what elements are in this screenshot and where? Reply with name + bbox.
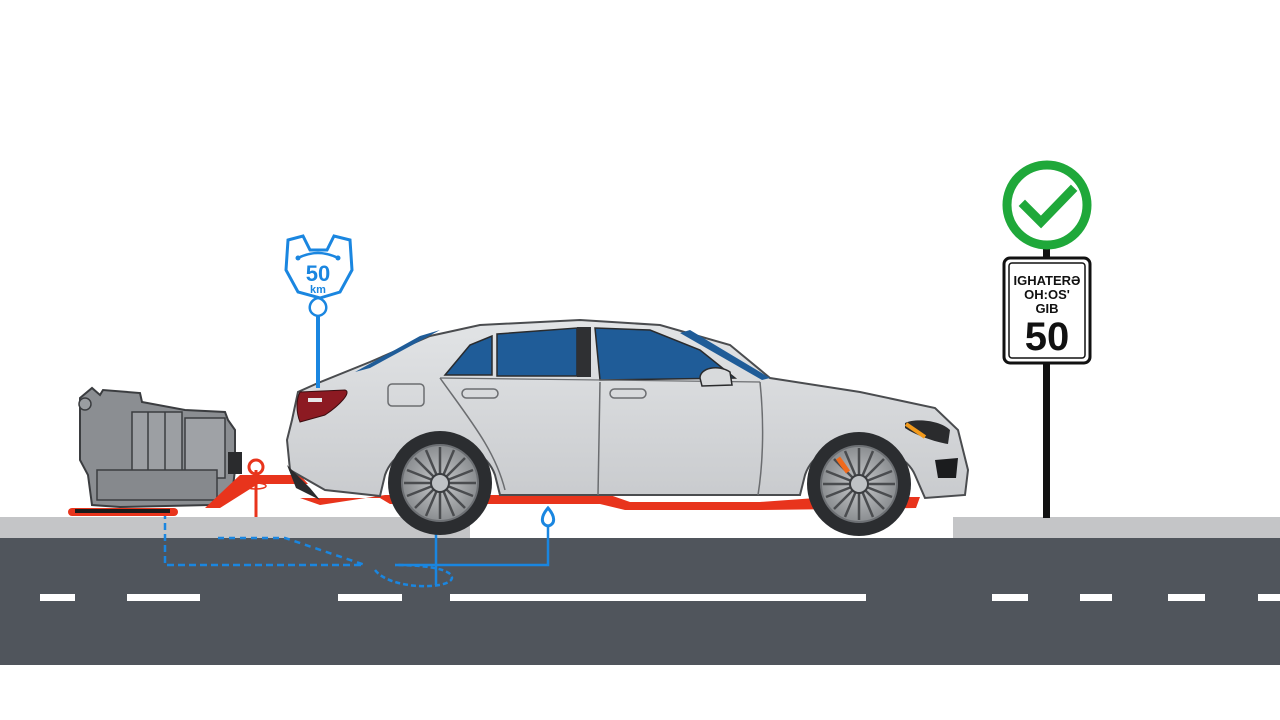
rear-door-window	[496, 327, 578, 377]
rear-wheel	[388, 431, 492, 535]
lane-dash	[992, 594, 1028, 601]
lane-dash	[1258, 594, 1280, 601]
rear-quarter-glass	[443, 334, 493, 376]
sensor-pin-icon	[540, 505, 556, 528]
gauge-ring-joint	[308, 296, 328, 318]
rear-door-handle	[461, 388, 499, 399]
hitch-ring	[247, 458, 265, 476]
lane-dash	[338, 594, 402, 601]
lane-dash	[1080, 594, 1112, 601]
sedan-car	[285, 318, 970, 536]
asphalt	[0, 538, 1280, 665]
sign-line-1: IGHATERƏ	[1014, 273, 1081, 288]
road	[0, 517, 1280, 665]
output-flange	[228, 452, 242, 474]
gauge-unit: km	[310, 284, 326, 296]
lane-dash	[450, 594, 866, 601]
gauge-arc-icon	[297, 251, 339, 260]
front-wheel	[807, 432, 911, 536]
sign-board	[1002, 256, 1092, 365]
sign-pole	[1043, 240, 1050, 518]
windshield	[680, 330, 770, 380]
sign-line-3: GIB	[1035, 301, 1058, 316]
front-door-window	[594, 327, 738, 381]
lane-dash	[1168, 594, 1205, 601]
guide-lines	[163, 505, 556, 588]
sign-speed: 50	[1025, 315, 1070, 359]
lane-dash	[40, 594, 75, 601]
guide-solid	[395, 525, 550, 567]
speed-gauge-marker: 50 km	[284, 234, 354, 388]
side-mirror	[699, 366, 733, 387]
brake-caliper	[835, 456, 851, 474]
lane-dash	[127, 594, 200, 601]
gauge-value: 50	[306, 261, 330, 286]
gauge-shield	[284, 234, 354, 300]
fuel-cap	[387, 383, 425, 407]
b-pillar	[577, 327, 591, 377]
sidewalk-left	[0, 517, 470, 538]
speed-limit-sign: IGHATERƏ OH:OS' GIB 50	[1002, 160, 1092, 518]
front-door-handle	[609, 388, 647, 399]
lane-markings	[40, 594, 1280, 601]
sidewalk-right	[953, 517, 1280, 538]
check-badge	[1002, 160, 1092, 250]
front-vent	[935, 458, 958, 478]
sign-line-2: OH:OS'	[1024, 287, 1070, 302]
guide-dashed-diag	[218, 536, 366, 567]
guide-dashed-left	[163, 512, 365, 567]
check-icon	[1018, 184, 1078, 229]
rear-window	[355, 330, 440, 372]
engine-transmission-unit	[68, 386, 242, 516]
headlight	[905, 420, 950, 444]
